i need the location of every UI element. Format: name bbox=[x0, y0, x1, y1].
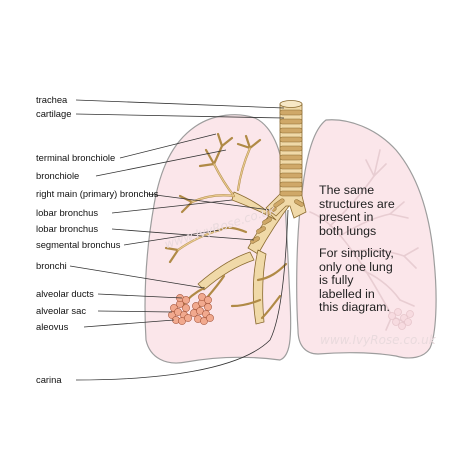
label-lobar-bronchus-2: lobar bronchus bbox=[36, 223, 99, 234]
note-same-structures: The same structures are present in both … bbox=[319, 183, 395, 238]
label-terminal-bronchiole: terminal bronchiole bbox=[36, 152, 116, 163]
leader-lines bbox=[69, 99, 289, 381]
label-aleovus: aleovus bbox=[36, 321, 69, 332]
leader-trachea bbox=[75, 99, 285, 109]
label-lobar-bronchus-1: lobar bronchus bbox=[36, 207, 99, 218]
leader-terminal-bronchiole bbox=[119, 133, 217, 159]
bronchus-rings bbox=[250, 217, 272, 244]
trachea bbox=[250, 100, 307, 244]
leader-bronchiole bbox=[95, 149, 227, 177]
leader-cartilage bbox=[75, 113, 285, 119]
label-carina: carina bbox=[36, 374, 62, 385]
label-alveolar-ducts: alveolar ducts bbox=[36, 288, 94, 299]
leader-bronchi bbox=[69, 265, 205, 289]
leader-right-main-bronchus bbox=[147, 193, 271, 211]
watermark-bottom: www.IvyRose.co.uk bbox=[320, 333, 436, 347]
label-cartilage: cartilage bbox=[36, 108, 72, 119]
right-lung-outline bbox=[296, 119, 437, 359]
alveolar-sacs bbox=[168, 293, 214, 325]
label-segmental-bronchus: segmental bronchus bbox=[36, 239, 121, 250]
leader-lobar-bronchus-2 bbox=[111, 228, 255, 241]
leader-segmental-bronchus bbox=[123, 229, 221, 246]
cartilage-rings bbox=[265, 109, 304, 216]
leader-carina bbox=[75, 209, 289, 381]
leader-alveolar-ducts bbox=[97, 293, 183, 299]
label-bronchiole: bronchiole bbox=[36, 170, 80, 181]
label-bronchi: bronchi bbox=[36, 260, 67, 271]
leader-aleovus bbox=[83, 319, 175, 328]
right-lung-alveoli bbox=[388, 308, 414, 330]
leader-alveolar-sac bbox=[97, 310, 173, 313]
label-alveolar-sac: alveolar sac bbox=[36, 305, 87, 316]
leader-lobar-bronchus-1 bbox=[111, 199, 233, 214]
label-right-main-bronchus: right main (primary) bronchus bbox=[36, 188, 159, 199]
label-trachea: trachea bbox=[36, 94, 68, 105]
note-simplicity: For simplicity, only one lung is fully l… bbox=[319, 246, 394, 314]
